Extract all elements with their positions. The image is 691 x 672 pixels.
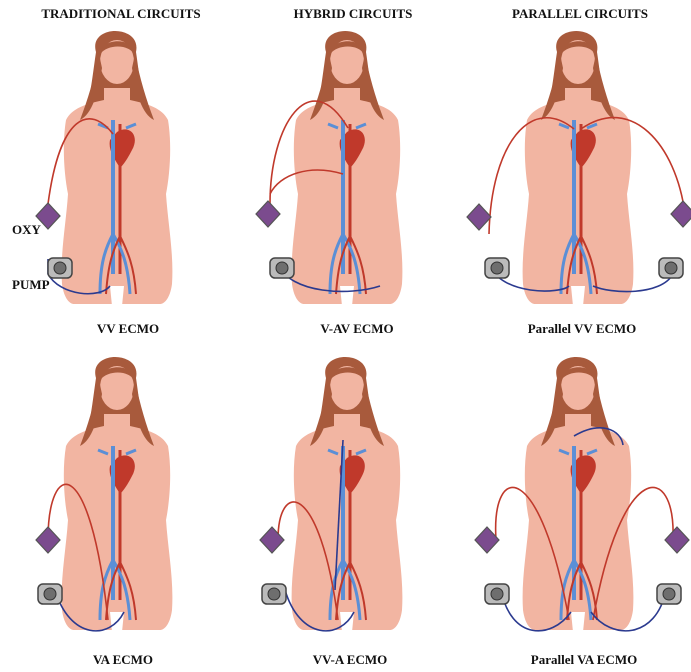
pump-rotor: [54, 262, 66, 274]
torso: [292, 414, 403, 630]
torso: [523, 88, 634, 304]
caption-parallel-vv-ecmo: Parallel VV ECMO: [528, 321, 637, 337]
pump-rotor: [268, 588, 280, 600]
oxygenator-icon: [36, 203, 60, 229]
pump-rotor: [276, 262, 288, 274]
oxygenator-icon: [665, 527, 689, 553]
human-body: [292, 31, 403, 306]
pump-rotor: [665, 262, 677, 274]
oxygenator-icon: [36, 527, 60, 553]
pump-rotor: [44, 588, 56, 600]
panel-vv-ecmo: [0, 24, 230, 320]
oxygenator-icon: [256, 201, 280, 227]
torso: [62, 88, 173, 304]
header-hybrid-circuits: HYBRID CIRCUITS: [294, 6, 413, 22]
torso: [292, 88, 403, 304]
header-traditional-circuits: TRADITIONAL CIRCUITS: [41, 6, 200, 22]
panel-vv-a-ecmo: [230, 350, 460, 646]
human-body: [523, 31, 634, 306]
caption-vv-ecmo: VV ECMO: [97, 321, 159, 337]
panel-parallel-va-ecmo: [461, 350, 691, 646]
human-body: [292, 357, 403, 632]
leg-gap: [340, 286, 354, 306]
panel-va-ecmo: [0, 350, 230, 646]
panel-v-av-ecmo: [230, 24, 460, 320]
caption-v-av-ecmo: V-AV ECMO: [320, 321, 393, 337]
human-body: [523, 357, 634, 632]
caption-vv-a-ecmo: VV-A ECMO: [313, 652, 388, 668]
pump-rotor: [663, 588, 675, 600]
header-parallel-circuits: PARALLEL CIRCUITS: [512, 6, 648, 22]
oxygenator-icon: [671, 201, 691, 227]
human-body: [62, 31, 173, 306]
pump-rotor: [491, 588, 503, 600]
pump-rotor: [491, 262, 503, 274]
oxygenator-icon: [467, 204, 491, 230]
leg-gap: [110, 286, 124, 306]
leg-gap: [571, 286, 585, 306]
torso: [523, 414, 634, 630]
leg-gap: [571, 612, 585, 632]
torso: [62, 414, 173, 630]
oxygenator-icon: [260, 527, 284, 553]
caption-va-ecmo: VA ECMO: [93, 652, 153, 668]
caption-parallel-va-ecmo: Parallel VA ECMO: [531, 652, 637, 668]
panel-parallel-vv-ecmo: [461, 24, 691, 320]
